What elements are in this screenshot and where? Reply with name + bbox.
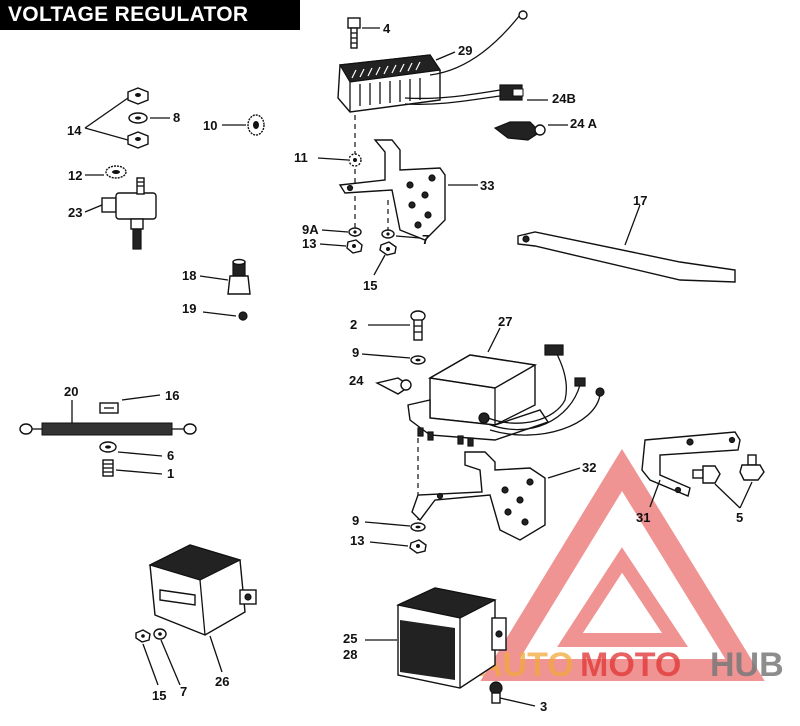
callout-12: 12 — [68, 168, 82, 183]
bolt-4 — [347, 17, 361, 49]
washer-9-low — [410, 522, 426, 532]
watermark-wordmark: AUTO MOTO HUB — [478, 646, 784, 684]
nut-14-lower — [127, 131, 149, 149]
callout-32: 32 — [582, 460, 596, 475]
callout-7-bottom: 7 — [180, 684, 187, 699]
nut-13-top — [346, 239, 363, 254]
regulator-27 — [407, 354, 550, 447]
callout-15-top: 15 — [363, 278, 377, 293]
washer-9A — [348, 227, 362, 237]
callout-7-top: 7 — [422, 232, 429, 247]
callout-18: 18 — [182, 268, 196, 283]
callout-9A: 9A — [302, 222, 319, 237]
callout-20: 20 — [64, 384, 78, 399]
callout-13-low: 13 — [350, 533, 364, 548]
callout-2: 2 — [350, 317, 357, 332]
callout-25: 25 — [343, 631, 357, 646]
connector-24B — [499, 84, 524, 101]
lock-washer-11 — [348, 153, 362, 167]
washer-7-bottom — [153, 628, 167, 640]
screw-2 — [410, 310, 426, 341]
nut-13-low — [409, 539, 427, 554]
screw-5-a — [692, 465, 721, 484]
watermark-logo — [480, 448, 765, 681]
washer-7-top — [381, 229, 395, 239]
callout-8: 8 — [173, 110, 180, 125]
callout-13-top: 13 — [302, 236, 316, 251]
callout-28: 28 — [343, 647, 357, 662]
callout-27: 27 — [498, 314, 512, 329]
callout-4: 4 — [383, 21, 391, 36]
washer-6 — [99, 441, 117, 453]
callout-1: 1 — [167, 466, 174, 481]
regulator-25-28 — [396, 587, 507, 689]
callout-29: 29 — [458, 43, 472, 58]
bracket-31 — [641, 431, 741, 497]
screw-5-b — [739, 454, 765, 481]
bracket-33 — [338, 139, 446, 241]
regulator-29 — [337, 54, 442, 113]
callout-6: 6 — [167, 448, 174, 463]
terminal-24 — [375, 377, 412, 395]
callout-15-bottom: 15 — [152, 688, 166, 703]
nut-14-upper — [127, 87, 149, 105]
callout-5: 5 — [736, 510, 743, 525]
stud-assembly-23 — [101, 177, 157, 250]
callout-17: 17 — [633, 193, 647, 208]
callout-24B: 24B — [552, 91, 576, 106]
regulator-26 — [148, 544, 257, 636]
callout-9-mid: 9 — [352, 345, 359, 360]
strap-17 — [517, 231, 736, 283]
screw-3 — [489, 681, 503, 704]
connector-24A — [493, 121, 546, 141]
callout-31: 31 — [636, 510, 650, 525]
callout-14: 14 — [67, 123, 82, 138]
washer-8 — [128, 112, 148, 124]
watermark-hub: HUB — [710, 646, 784, 684]
bracket-32 — [411, 451, 546, 541]
screw-19 — [238, 311, 248, 321]
callout-16: 16 — [165, 388, 179, 403]
ground-strap-20 — [19, 422, 197, 436]
callout-9-low: 9 — [352, 513, 359, 528]
callout-23: 23 — [68, 205, 82, 220]
callout-3: 3 — [540, 699, 547, 714]
washer-9-mid — [410, 355, 426, 365]
callout-11: 11 — [294, 150, 308, 165]
callout-10: 10 — [203, 118, 217, 133]
star-washer-12 — [105, 165, 127, 179]
watermark-moto: MOTO — [580, 646, 681, 684]
washer-10 — [247, 114, 265, 136]
title-banner: VOLTAGE REGULATOR — [0, 0, 300, 30]
page-title: VOLTAGE REGULATOR — [8, 3, 249, 26]
callout-33: 33 — [480, 178, 494, 193]
nut-15-bottom — [135, 629, 151, 643]
terminal-18 — [227, 258, 251, 295]
callout-26: 26 — [215, 674, 229, 689]
callout-19: 19 — [182, 301, 196, 316]
callout-24: 24 — [349, 373, 364, 388]
nut-15-top — [379, 241, 397, 256]
screw-1 — [102, 459, 114, 477]
callout-24A: 24 A — [570, 116, 598, 131]
clip-16 — [99, 402, 119, 414]
